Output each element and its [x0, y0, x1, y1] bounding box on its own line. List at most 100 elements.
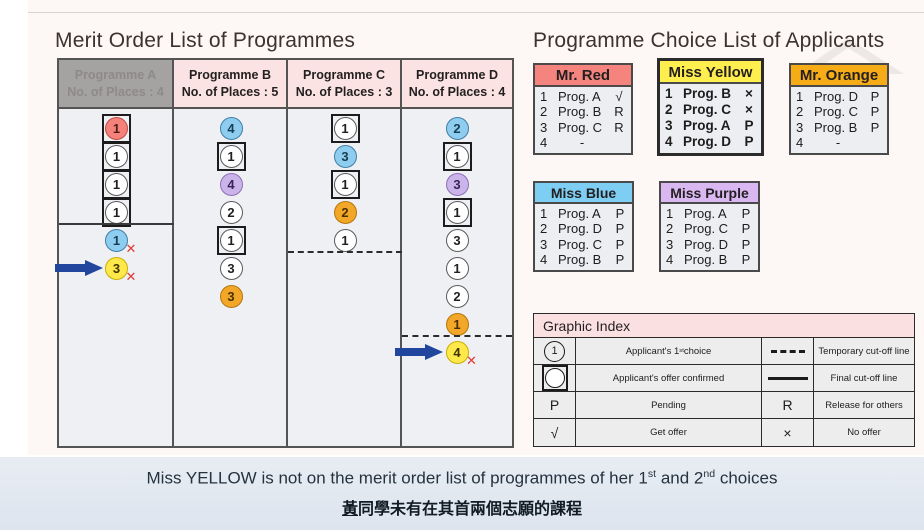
programme-places: No. of Places : 5	[181, 84, 279, 99]
choice-status: P	[870, 119, 880, 135]
applicant-token-blue[interactable]: 4	[219, 117, 243, 140]
index-symbol-left: √	[534, 419, 576, 446]
pointer-arrow-icon	[395, 344, 443, 360]
choice-rank: 1	[666, 206, 674, 221]
applicant-token-orange[interactable]: 1	[445, 313, 469, 336]
applicant-token-yellow[interactable]: 4	[445, 341, 469, 364]
choice-status: P	[870, 89, 880, 104]
choice-programme: Prog. B	[814, 119, 858, 135]
choice-programme: Prog. A	[558, 89, 601, 104]
choice-rank: 2	[540, 221, 548, 237]
index-description-left: Get offer	[576, 419, 762, 446]
banner-line-english: Miss YELLOW is not on the merit order li…	[146, 468, 778, 488]
applicant-token-white[interactable]: 1	[333, 229, 357, 252]
symbol-√: √	[550, 424, 559, 441]
choice-rank: 2	[540, 104, 548, 120]
choice-rank: 3	[665, 117, 673, 133]
applicant-token-white[interactable]: 3	[219, 257, 243, 280]
choice-programme: -	[835, 134, 841, 150]
applicant-token-blue[interactable]: 2	[445, 117, 469, 140]
choice-rank: 1	[665, 86, 673, 101]
applicant-token-orange[interactable]: 2	[333, 201, 357, 224]
index-description-right: Release for others	[825, 399, 903, 411]
programme-places: No. of Places : 3	[295, 84, 393, 99]
applicant-token-purple[interactable]: 4	[219, 173, 243, 196]
choice-rank: 4	[666, 251, 674, 267]
choice-programme: Prog. A	[683, 117, 731, 133]
applicant-token-white[interactable]: 1	[445, 201, 469, 224]
applicant-token-orange[interactable]: 3	[219, 285, 243, 308]
applicant-name-header: Mr. Orange	[791, 65, 887, 87]
no-offer-x-icon: ✕	[125, 269, 137, 284]
programme-name: Programme A	[74, 67, 157, 82]
choice-programme: Prog. B	[558, 251, 602, 267]
index-description-right: No offer	[847, 427, 881, 438]
applicant-token-white[interactable]: 1	[219, 145, 243, 168]
choice-rank: 4	[540, 134, 548, 150]
applicant-token-red[interactable]: 1	[105, 117, 128, 140]
applicant-token-white[interactable]: 1	[105, 145, 128, 168]
choice-rank: 4	[665, 133, 673, 149]
choice-rank: 1	[796, 89, 804, 104]
applicant-token-white[interactable]: 1	[219, 229, 243, 252]
index-description-left: Pending	[576, 392, 762, 418]
applicant-token-white[interactable]: 1	[105, 201, 128, 224]
choice-status: P	[615, 236, 625, 252]
choice-programme: Prog. B	[683, 86, 732, 101]
temporary-cutoff-line	[402, 335, 512, 337]
index-symbol-left: P	[534, 392, 576, 418]
applicant-token-yellow[interactable]: 3	[105, 257, 128, 280]
choice-programme: Prog. B	[684, 251, 728, 267]
applicant-token-white[interactable]: 3	[445, 229, 469, 252]
no-offer-x-icon: ✕	[125, 241, 137, 256]
choice-programme: Prog. D	[558, 221, 603, 237]
offer-confirmed-box-icon	[541, 365, 568, 391]
applicant-token-white[interactable]: 1	[105, 173, 128, 196]
temporary-cutoff-line	[288, 251, 402, 253]
applicant-token-white[interactable]: 1	[333, 173, 357, 196]
applicant-token-blue[interactable]: 1	[105, 229, 128, 252]
applicant-token-white[interactable]: 1	[333, 117, 357, 140]
applicant-name-header: Miss Yellow	[660, 61, 761, 84]
applicant-token-white[interactable]: 1	[445, 257, 469, 280]
applicant-token-blue[interactable]: 3	[333, 145, 357, 168]
index-description-right: Temporary cut-off line	[818, 345, 910, 357]
choice-status: √	[615, 89, 623, 104]
index-description-right: Final cut-off line	[830, 372, 898, 384]
choice-programme: Prog. C	[684, 221, 729, 237]
index-symbol-right	[762, 365, 814, 391]
applicant-token-white[interactable]: 2	[219, 201, 243, 224]
choice-status: P	[744, 133, 754, 149]
applicant-token-white[interactable]: 2	[445, 285, 469, 308]
choice-status: P	[615, 206, 625, 221]
applicant-token-purple[interactable]: 3	[445, 173, 469, 196]
applicant-token-white[interactable]: 1	[445, 145, 469, 168]
choice-rank: 4	[540, 251, 548, 267]
graphic-index-title: Graphic Index	[534, 314, 914, 338]
choice-status: P	[741, 236, 751, 252]
